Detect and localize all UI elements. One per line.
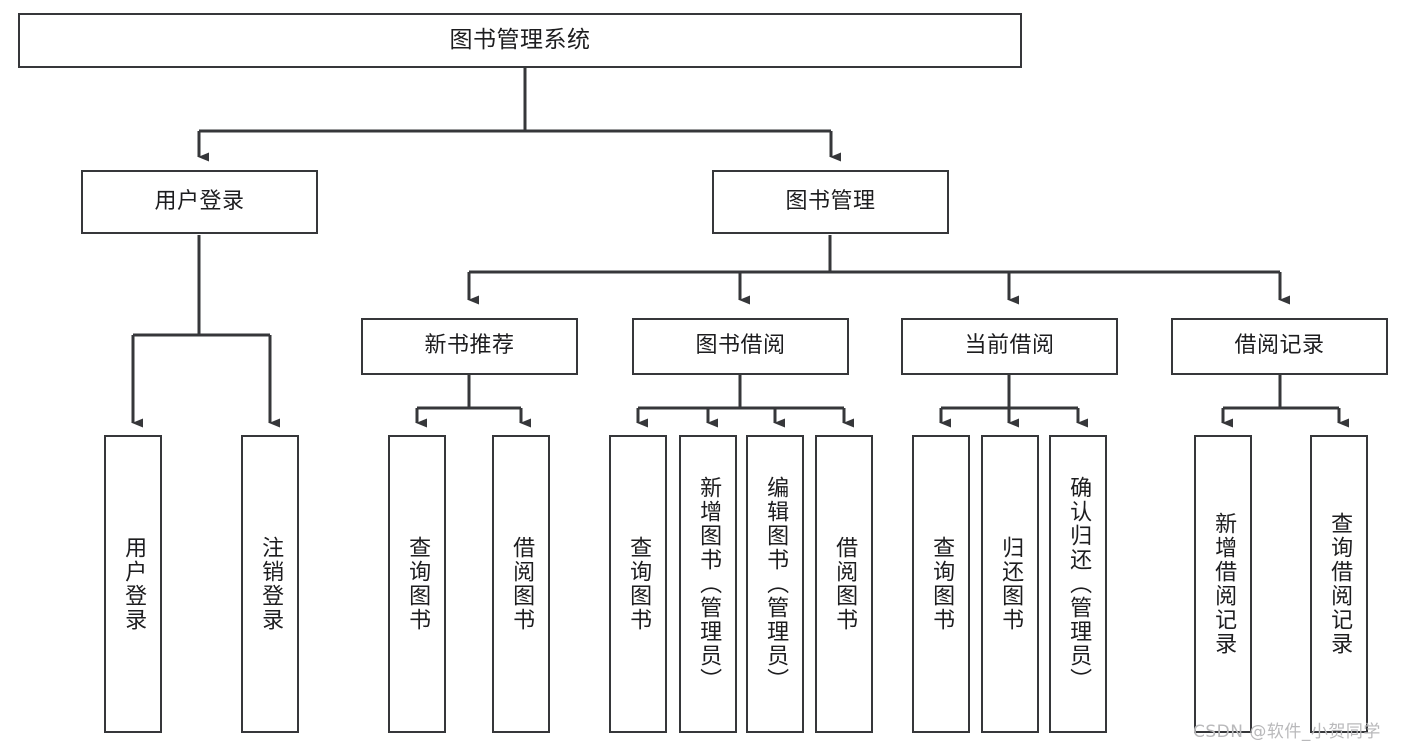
node-leaf-borrow-book-2[interactable]: 借阅图书 — [815, 435, 873, 733]
edge-group-borrow-record — [1221, 375, 1349, 428]
node-current-borrow[interactable]: 当前借阅 — [901, 318, 1118, 375]
node-leaf-add-book-label: 新增图书（管理员） — [696, 476, 722, 692]
node-book-borrow[interactable]: 图书借阅 — [632, 318, 849, 375]
node-book-borrow-label: 图书借阅 — [695, 333, 786, 359]
node-current-borrow-label: 当前借阅 — [964, 333, 1055, 359]
node-leaf-add-record[interactable]: 新增借阅记录 — [1194, 435, 1252, 733]
node-leaf-query-book-2[interactable]: 查询图书 — [609, 435, 667, 733]
node-leaf-borrow-book-1-label: 借阅图书 — [509, 536, 535, 632]
node-borrow-record[interactable]: 借阅记录 — [1171, 318, 1388, 375]
node-leaf-edit-book[interactable]: 编辑图书（管理员） — [746, 435, 804, 733]
edge-group-user-login — [131, 235, 280, 428]
node-borrow-record-label: 借阅记录 — [1234, 333, 1325, 359]
node-leaf-return-book-label: 归还图书 — [998, 536, 1024, 632]
node-leaf-edit-book-label: 编辑图书（管理员） — [763, 476, 789, 692]
node-new-book-recommend[interactable]: 新书推荐 — [361, 318, 578, 375]
edge-group-root — [197, 68, 841, 162]
node-leaf-logout[interactable]: 注销登录 — [241, 435, 299, 733]
node-leaf-add-record-label: 新增借阅记录 — [1211, 512, 1237, 656]
node-new-book-recommend-label: 新书推荐 — [424, 333, 515, 359]
node-leaf-query-record[interactable]: 查询借阅记录 — [1310, 435, 1368, 733]
node-leaf-query-book-2-label: 查询图书 — [626, 536, 652, 632]
node-leaf-query-book-3[interactable]: 查询图书 — [912, 435, 970, 733]
node-leaf-return-book[interactable]: 归还图书 — [981, 435, 1039, 733]
node-leaf-logout-label: 注销登录 — [258, 536, 284, 632]
node-leaf-query-book-3-label: 查询图书 — [929, 536, 955, 632]
watermark: CSDN @软件_小贺同学 — [1193, 722, 1381, 742]
node-root[interactable]: 图书管理系统 — [18, 13, 1022, 68]
edge-group-current-borrow — [939, 375, 1088, 428]
node-root-label: 图书管理系统 — [449, 26, 591, 53]
node-user-login-label: 用户登录 — [154, 188, 245, 214]
node-leaf-confirm-return[interactable]: 确认归还（管理员） — [1049, 435, 1107, 733]
node-leaf-user-login-label: 用户登录 — [121, 536, 147, 632]
node-leaf-borrow-book-1[interactable]: 借阅图书 — [492, 435, 550, 733]
node-leaf-query-book-1[interactable]: 查询图书 — [388, 435, 446, 733]
node-leaf-confirm-return-label: 确认归还（管理员） — [1066, 476, 1092, 692]
node-book-manage[interactable]: 图书管理 — [712, 170, 949, 234]
edge-group-book-manage — [467, 235, 1290, 305]
node-leaf-add-book[interactable]: 新增图书（管理员） — [679, 435, 737, 733]
node-leaf-borrow-book-2-label: 借阅图书 — [832, 536, 858, 632]
node-leaf-user-login[interactable]: 用户登录 — [104, 435, 162, 733]
node-leaf-query-record-label: 查询借阅记录 — [1327, 512, 1353, 656]
node-user-login[interactable]: 用户登录 — [81, 170, 318, 234]
edge-group-new-book-recommend — [415, 375, 531, 428]
edge-group-book-borrow — [636, 375, 854, 428]
node-book-manage-label: 图书管理 — [785, 188, 876, 214]
node-leaf-query-book-1-label: 查询图书 — [405, 536, 431, 632]
